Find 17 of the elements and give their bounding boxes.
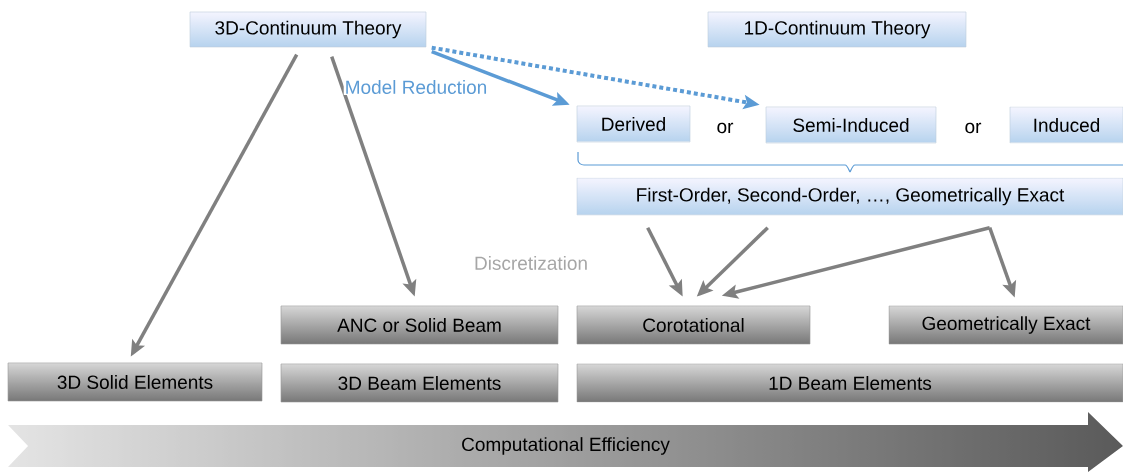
- element-box: 3D Beam Elements: [280, 363, 559, 403]
- edge-label: Model Reduction: [343, 79, 489, 95]
- element-box: 1D Beam Elements: [576, 363, 1123, 403]
- element-box: ANC or Solid Beam: [280, 305, 559, 345]
- efficiency-arrow: Computational Efficiency: [462, 437, 670, 455]
- theory-box: Semi-Induced: [765, 106, 937, 144]
- connector-word: or: [717, 122, 734, 134]
- element-box: Corotational: [576, 305, 811, 345]
- step-label: Discretization: [475, 256, 587, 270]
- theory-box: Induced: [1009, 106, 1123, 144]
- theory-box: 1D-Continuum Theory: [707, 11, 967, 48]
- theory-box: Derived: [576, 105, 691, 143]
- connector-word: or: [965, 122, 982, 134]
- element-box: 3D Solid Elements: [7, 362, 263, 402]
- theory-box: First-Order, Second-Order, …, Geometrically Exact: [576, 177, 1123, 216]
- element-box: Geometrically Exact: [888, 305, 1123, 345]
- theory-box: 3D-Continuum Theory: [189, 11, 427, 48]
